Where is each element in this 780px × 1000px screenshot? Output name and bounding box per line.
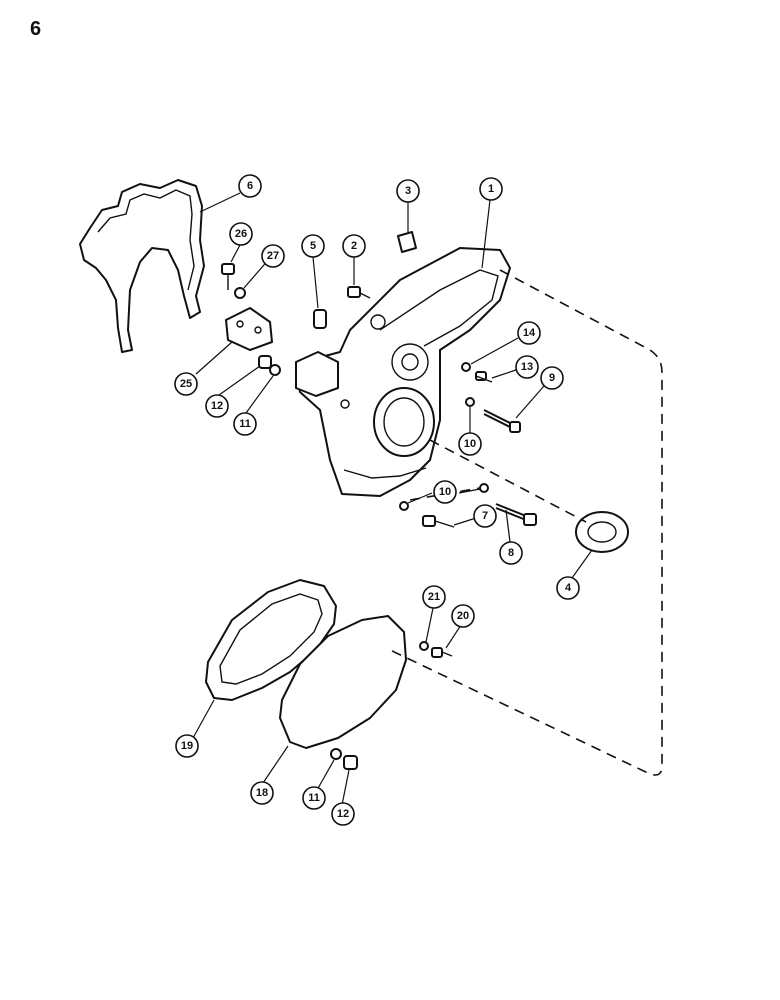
bolt-part-2 — [347, 286, 371, 299]
long-bolt-part-8 — [495, 503, 537, 526]
callout-1: 1 — [479, 177, 503, 201]
callout-label: 11 — [308, 792, 320, 804]
nut-part-12-lower — [343, 755, 358, 770]
callout-label: 11 — [239, 418, 251, 430]
callout-2: 2 — [342, 234, 366, 258]
oil-seal-part-4 — [575, 511, 629, 553]
callout-label: 3 — [405, 185, 411, 197]
washer-part-10-lower-a — [399, 501, 409, 511]
callout-27: 27 — [261, 244, 285, 268]
washer-part-10-upper — [465, 397, 475, 407]
callout-label: 25 — [180, 378, 192, 390]
dowel-part-5 — [313, 309, 327, 329]
callout-label: 12 — [337, 808, 349, 820]
upper-gasket-part-6 — [79, 179, 205, 353]
callout-25: 25 — [174, 372, 198, 396]
washer-part-11-lower — [330, 748, 342, 760]
nut-part-12-upper — [258, 355, 272, 369]
callout-label: 8 — [508, 547, 514, 559]
bolt-part-7 — [422, 515, 455, 528]
bracket-part-25 — [225, 307, 273, 351]
callout-6: 6 — [238, 174, 262, 198]
nut-part-27 — [234, 287, 246, 299]
stud-part-3 — [397, 231, 417, 253]
callout-4: 4 — [556, 576, 580, 600]
callout-10-lower: 10 — [433, 480, 457, 504]
callout-label: 14 — [523, 327, 536, 339]
callout-14: 14 — [517, 321, 541, 345]
dashed-alignment-line-bore — [429, 439, 587, 523]
leader-lines — [192, 192, 593, 806]
bolt-part-26 — [221, 263, 235, 290]
cover-gasket-part-19 — [205, 579, 337, 701]
callout-3: 3 — [396, 179, 420, 203]
callout-13: 13 — [515, 355, 539, 379]
callout-12-upper: 12 — [205, 394, 229, 418]
callout-label: 10 — [464, 438, 476, 450]
callout-label: 13 — [521, 361, 533, 373]
callout-8: 8 — [499, 541, 523, 565]
callout-10-upper: 10 — [458, 432, 482, 456]
page-number: 6 — [30, 18, 42, 40]
callout-label: 1 — [488, 183, 494, 195]
callout-21: 21 — [422, 585, 446, 609]
washer-part-21 — [419, 641, 429, 651]
timing-housing-part-1 — [295, 247, 511, 497]
callout-label: 7 — [482, 510, 488, 522]
callout-label: 12 — [211, 400, 223, 412]
callout-11-lower: 11 — [302, 786, 326, 810]
dashed-alignment-line-right — [389, 269, 663, 776]
callout-26: 26 — [229, 222, 253, 246]
callout-19: 19 — [175, 734, 199, 758]
callout-20: 20 — [451, 604, 475, 628]
callout-label: 10 — [439, 486, 451, 498]
callout-label: 27 — [267, 250, 279, 262]
washer-part-11-upper — [269, 364, 281, 376]
callout-label: 9 — [549, 372, 555, 384]
callout-label: 6 — [247, 180, 253, 192]
callout-9: 9 — [540, 366, 564, 390]
washer-part-10-lower-b — [479, 483, 489, 493]
bolt-part-20 — [431, 647, 453, 658]
callout-18: 18 — [250, 781, 274, 805]
callout-7: 7 — [473, 504, 497, 528]
callout-label: 5 — [310, 240, 316, 252]
callout-label: 21 — [428, 591, 440, 603]
cover-plate-part-18 — [279, 615, 407, 749]
callout-5: 5 — [301, 234, 325, 258]
callout-label: 18 — [256, 787, 268, 799]
callout-12-lower: 12 — [331, 802, 355, 826]
bolt-part-13 — [475, 371, 493, 383]
callout-11-upper: 11 — [233, 412, 257, 436]
callout-label: 26 — [235, 228, 247, 240]
callout-label: 4 — [565, 582, 572, 594]
callout-label: 19 — [181, 740, 193, 752]
washer-part-14 — [461, 362, 471, 372]
callout-label: 2 — [351, 240, 357, 252]
callout-label: 20 — [457, 610, 469, 622]
long-bolt-part-9 — [483, 409, 521, 433]
